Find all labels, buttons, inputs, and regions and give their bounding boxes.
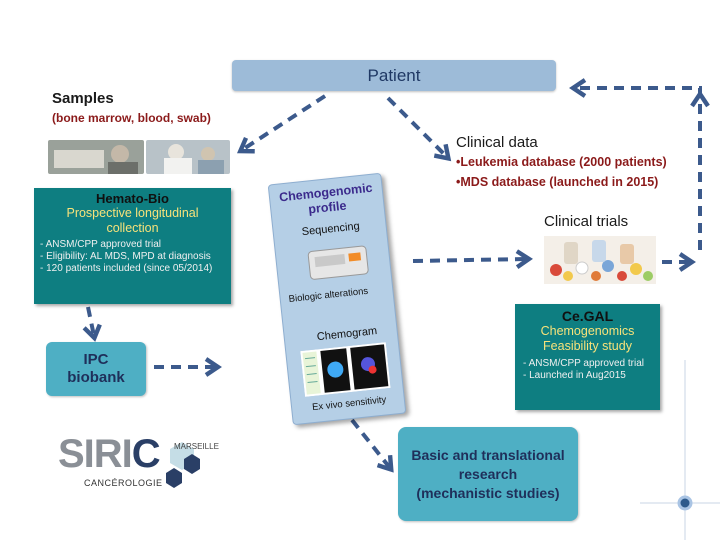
chemogram-image	[300, 342, 391, 397]
chemogenomic-card: Chemogenomic profile Sequencing Biologic…	[267, 172, 410, 430]
samples-subtitle: (bone marrow, blood, swab)	[52, 111, 211, 125]
arrow-card-to-research	[350, 418, 394, 473]
samples-title: Samples	[52, 90, 114, 107]
decorative-dot	[677, 495, 693, 511]
research-line2: research	[458, 465, 518, 482]
siric-sub: CANCÉROLOGIE	[84, 478, 163, 488]
siric-logo-text: SIRIC	[58, 432, 161, 476]
clinical-data-title: Clinical data	[456, 134, 538, 151]
pills-image	[544, 236, 656, 284]
ipc-line1: IPC	[83, 351, 109, 368]
arrow-card-to-trials	[412, 249, 533, 269]
cegal-title: Ce.GAL	[561, 308, 614, 324]
hemato-bio-bullet: 120 patients included (since 05/2014)	[46, 263, 231, 275]
ipc-biobank-box: IPC biobank	[46, 342, 146, 396]
card-sequencing: Sequencing	[301, 220, 361, 239]
hemato-bio-subtitle-2: collection	[106, 221, 159, 235]
cegal-bullet: ANSM/CPP approved trial	[529, 358, 660, 370]
arrow-patient-to-clinical	[386, 96, 452, 162]
research-line3: (mechanistic studies)	[416, 484, 560, 501]
siric-logo: SIRIC MARSEILLE CANCÉROLOGIE	[58, 432, 228, 490]
cegal-bullets: ANSM/CPP approved trial Launched in Aug2…	[515, 358, 660, 382]
clinical-trials-title: Clinical trials	[544, 213, 629, 230]
card-chemogram: Chemogram	[316, 325, 378, 344]
samples-photo-left	[48, 140, 144, 174]
cegal-subtitle-2: Feasibility study	[543, 339, 632, 353]
research-box: Basic and translational research (mechan…	[398, 427, 578, 521]
ipc-line2: biobank	[67, 369, 125, 386]
hemato-bio-subtitle-1: Prospective longitudinal	[66, 206, 199, 220]
card-ex-vivo: Ex vivo sensitivity	[311, 394, 387, 414]
hemato-bio-bullet: Eligibility: AL MDS, MPD at diagnosis	[46, 251, 231, 263]
clinical-data-item: •MDS database (launched in 2015)	[456, 175, 659, 189]
patient-bar: Patient	[232, 60, 556, 91]
cegal-subtitle-1: Chemogenomics	[540, 324, 635, 338]
hemato-bio-title: Hemato-Bio	[96, 191, 169, 206]
research-line1: Basic and translational	[411, 446, 565, 463]
card-biologic-alterations: Biologic alterations	[288, 285, 369, 306]
patient-label: Patient	[367, 65, 421, 85]
sequencer-image	[307, 245, 369, 280]
hemato-bio-bullet: ANSM/CPP approved trial	[46, 239, 231, 251]
samples-photo-right	[146, 140, 230, 174]
hemato-bio-bullets: ANSM/CPP approved trial Eligibility: AL …	[34, 239, 231, 275]
cegal-bullet: Launched in Aug2015	[529, 370, 660, 382]
arrow-hemato-to-ipc	[82, 306, 102, 342]
arrow-patient-to-samples	[236, 94, 327, 154]
hexagon-icon	[166, 442, 200, 488]
cegal-box: Ce.GAL Chemogenomics Feasibility study A…	[515, 304, 660, 410]
hemato-bio-box: Hemato-Bio Prospective longitudinal coll…	[34, 188, 231, 304]
siric-city: MARSEILLE	[174, 442, 219, 451]
clinical-data-item: •Leukemia database (2000 patients)	[456, 155, 667, 169]
